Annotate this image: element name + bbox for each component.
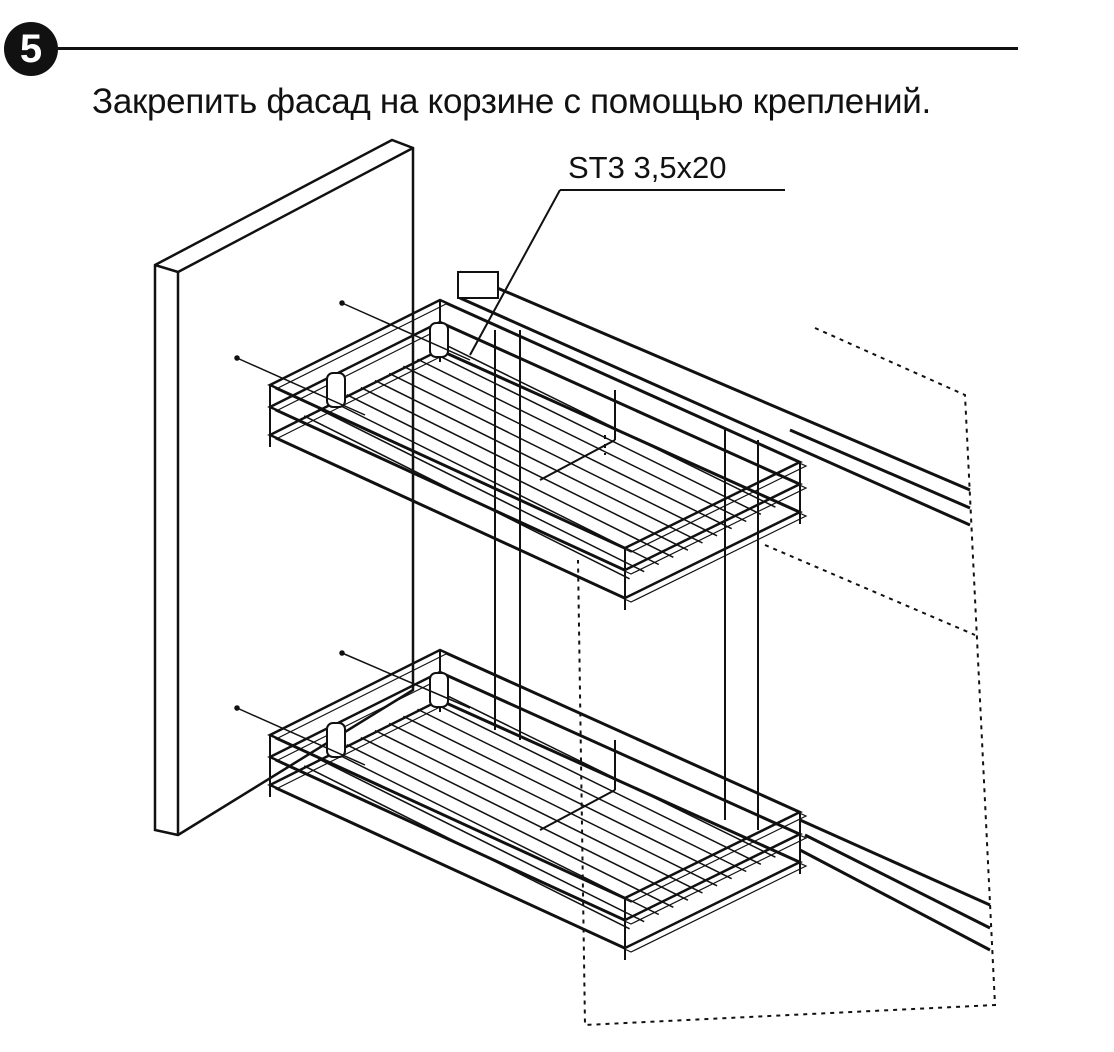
callout-leader: [469, 189, 785, 356]
lower-wire-basket: [267, 648, 808, 960]
step-number-badge: 5: [4, 22, 58, 76]
screw-callout-label: ST3 3,5x20: [568, 150, 727, 185]
screws: [234, 300, 471, 766]
facade-panel: [153, 138, 415, 837]
slide-rails: [457, 270, 991, 952]
header-divider: [58, 47, 1018, 50]
instruction-text: Закрепить фасад на корзине с помощью кре…: [92, 82, 931, 121]
upper-wire-basket: [267, 298, 808, 610]
